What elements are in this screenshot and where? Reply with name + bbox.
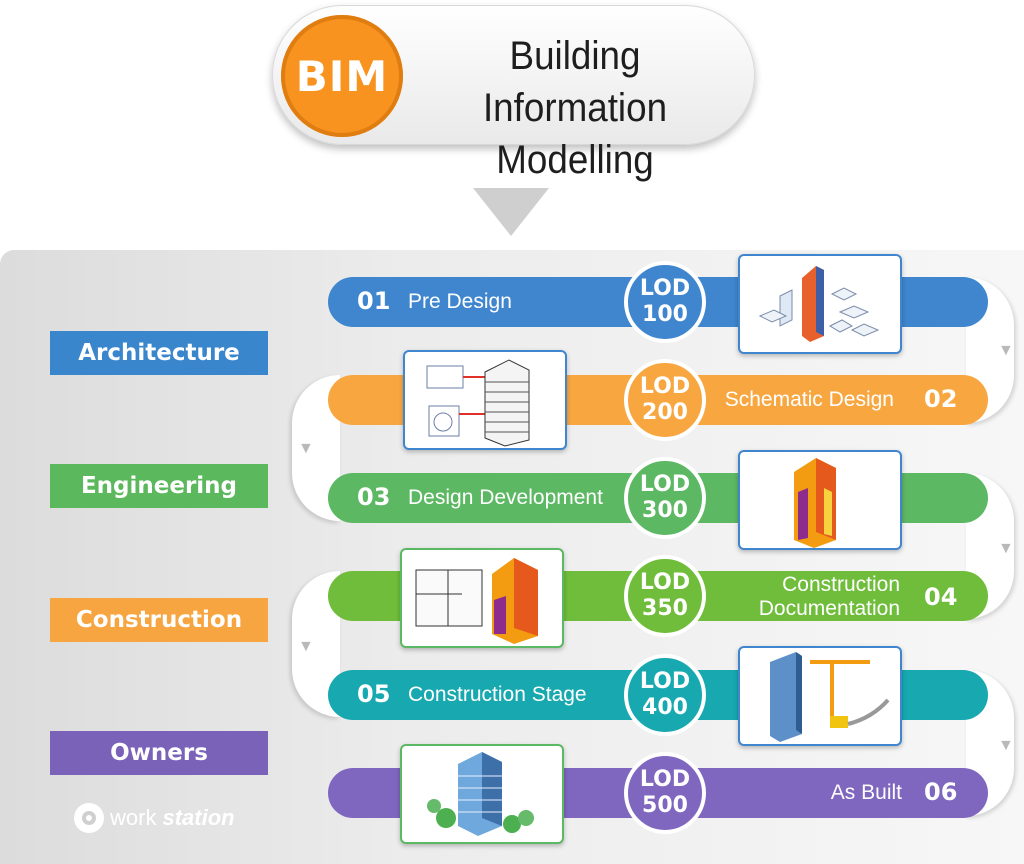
lod-value: 300 xyxy=(642,498,688,523)
stage-04-number: 04 xyxy=(924,583,958,611)
analysis-tower-icon xyxy=(738,450,902,550)
category-label: Engineering xyxy=(80,473,238,499)
brand-work: work xyxy=(110,805,157,830)
chevron-down-icon: ▼ xyxy=(298,440,314,457)
schematic-tower-icon xyxy=(403,350,567,450)
stage-02-number: 02 xyxy=(924,385,958,413)
stage-04-label-line-1: Construction xyxy=(782,573,900,596)
stage-05-label: Construction Stage xyxy=(408,683,587,706)
lod-text: LOD xyxy=(639,472,691,497)
stage-05-number: 05 xyxy=(357,680,391,708)
lod-value: 400 xyxy=(642,695,688,720)
category-label: Construction xyxy=(75,607,243,633)
title-line-1: Building Information xyxy=(482,34,668,130)
category-label: Owners xyxy=(110,740,208,766)
category-architecture: Architecture xyxy=(50,331,268,375)
crane-site-icon xyxy=(738,646,902,746)
floorplan-tower-icon xyxy=(400,548,564,648)
lod-value: 100 xyxy=(642,302,688,327)
lod-text: LOD xyxy=(639,767,691,792)
title-line-2: Modelling xyxy=(496,138,654,182)
stage-01-number: 01 xyxy=(357,287,391,315)
lod-value: 200 xyxy=(642,400,688,425)
category-owners: Owners xyxy=(50,731,268,775)
category-construction: Construction xyxy=(50,598,268,642)
down-arrow-icon xyxy=(473,188,549,236)
workstation-q-icon xyxy=(74,803,104,833)
chevron-down-icon: ▼ xyxy=(998,342,1014,359)
stage-02-label: Schematic Design xyxy=(724,388,894,411)
bim-badge: BIM xyxy=(281,15,403,137)
lod-text: LOD xyxy=(639,374,691,399)
stage-01-label: Pre Design xyxy=(408,290,512,313)
stage-06-label: As Built xyxy=(830,781,902,804)
page-title: Building Information Modelling xyxy=(419,30,732,186)
stage-04-label-line-2: Documentation xyxy=(758,597,900,620)
chevron-down-icon: ▼ xyxy=(298,638,314,655)
brand-station: station xyxy=(162,805,235,830)
bim-badge-text: BIM xyxy=(295,51,389,101)
stage-03-label: Design Development xyxy=(408,486,603,509)
finished-building-icon xyxy=(400,744,564,844)
lod-value: 500 xyxy=(642,793,688,818)
chevron-down-icon: ▼ xyxy=(998,540,1014,557)
stage-06-number: 06 xyxy=(924,778,958,806)
chevron-down-icon: ▼ xyxy=(998,737,1014,754)
category-engineering: Engineering xyxy=(50,464,268,508)
stage-04-label: Construction Documentation xyxy=(700,573,900,621)
lod-text: LOD xyxy=(639,570,691,595)
stage-03-number: 03 xyxy=(357,483,391,511)
category-label: Architecture xyxy=(78,340,240,366)
lod-text: LOD xyxy=(639,276,691,301)
lod-text: LOD xyxy=(639,669,691,694)
city-massing-icon xyxy=(738,254,902,354)
lod-value: 350 xyxy=(642,596,688,621)
